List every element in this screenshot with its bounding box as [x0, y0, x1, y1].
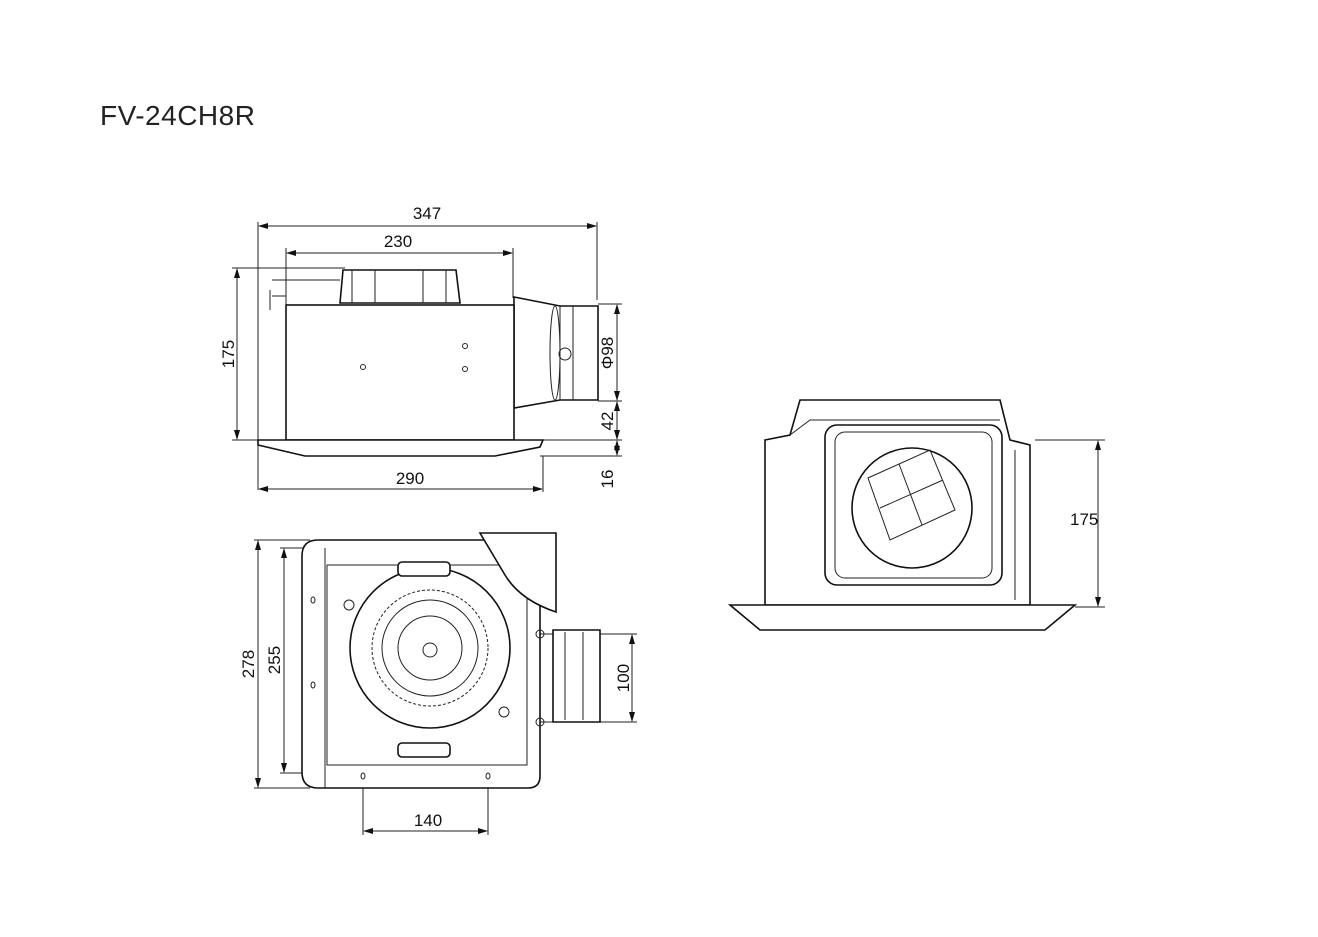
corner-cover [478, 532, 557, 614]
dim-duct-diameter: Φ98 [598, 337, 617, 369]
side-flange [257, 439, 545, 457]
dim-outer-width: 278 [239, 650, 258, 678]
dim-hole-spacing: 140 [414, 811, 442, 830]
dim-duct-width: 100 [614, 664, 633, 692]
bottom-duct [552, 629, 601, 723]
perspective-view: 175 [727, 399, 1105, 631]
dim-body-length: 230 [384, 232, 412, 251]
side-body [285, 304, 515, 441]
dim-inner-width: 255 [265, 646, 284, 674]
dim-flange-length: 290 [396, 469, 424, 488]
perspective-flange [727, 604, 1078, 631]
dim-perspective-height: 175 [1070, 510, 1098, 529]
dim-overall-length: 347 [413, 204, 441, 223]
dim-duct-offset: 42 [598, 412, 617, 431]
duct-connector [513, 296, 599, 409]
bottom-view: 278 255 140 100 [239, 532, 637, 835]
model-title: FV-24CH8R [100, 100, 256, 131]
dim-height: 175 [219, 340, 238, 368]
fan-plate [349, 567, 511, 729]
motor-housing [339, 269, 461, 304]
dim-flange-thickness: 16 [598, 470, 617, 489]
side-view: 347 230 175 Φ98 42 16 290 [219, 204, 622, 492]
